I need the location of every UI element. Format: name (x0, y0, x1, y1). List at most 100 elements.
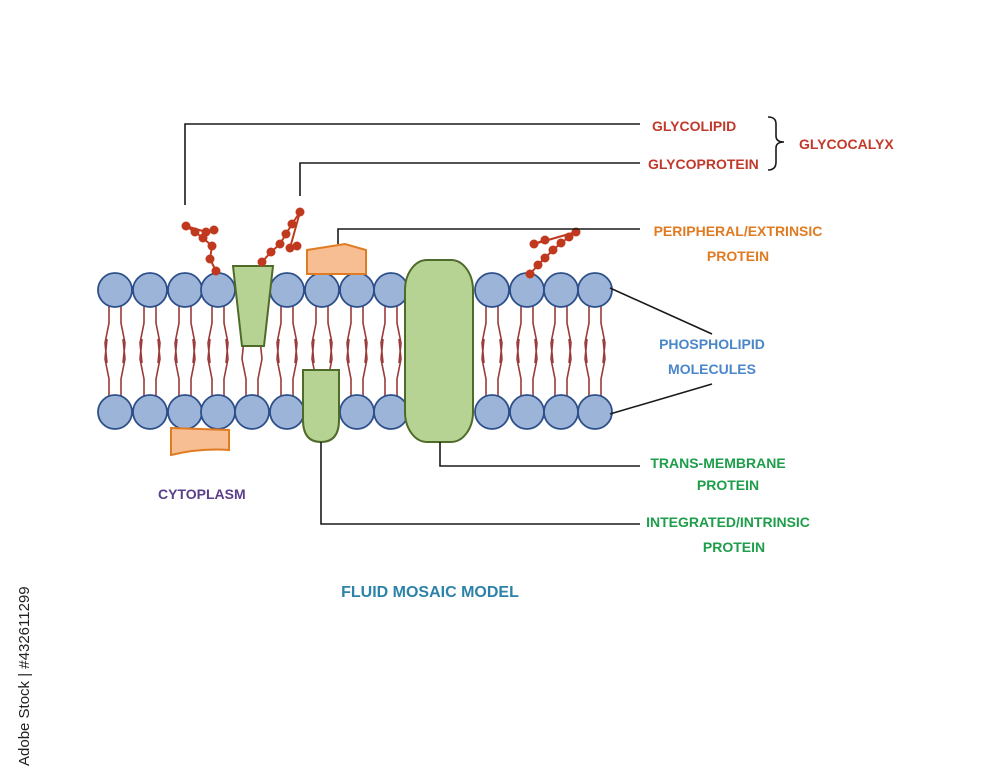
phospholipid-head (200, 394, 236, 430)
lipid-tail (516, 338, 522, 397)
phospholipid-label-line1: PHOSPHOLIPID (659, 336, 765, 352)
phospholipid-heads (97, 272, 613, 430)
lipid-tail (139, 338, 145, 397)
glycocalyx-bracket (767, 116, 785, 171)
sugar-bead (209, 225, 219, 235)
integrated-protein (302, 369, 340, 444)
peripheral-leader (337, 228, 640, 244)
glycoprotein-label: GLYCOPROTEIN (648, 156, 759, 172)
glycoprotein-leader (299, 162, 640, 196)
lipid-tail (104, 338, 110, 397)
phospholipid-head (509, 272, 545, 308)
phospholipid-head (509, 394, 545, 430)
sugar-bead (281, 229, 291, 239)
sugar-bead (181, 221, 191, 231)
lipid-tail (155, 338, 161, 397)
glycocalyx-label: GLYCOCALYX (799, 136, 894, 152)
phospholipid-head (97, 394, 133, 430)
lipid-tail (481, 338, 487, 397)
phospholipid-head (200, 272, 236, 308)
phospholipid-label-line2: MOLECULES (668, 361, 756, 377)
lipid-tail (600, 338, 606, 397)
transmembrane-leader (439, 442, 640, 467)
phospholipid-head (543, 272, 579, 308)
lipid-tail (584, 338, 590, 397)
glycolipid-label: GLYCOLIPID (652, 118, 736, 134)
lipid-tail (497, 338, 503, 397)
phospholipid-head (577, 394, 613, 430)
diagram-title: FLUID MOSAIC MODEL (341, 584, 519, 601)
sugar-bead (190, 227, 200, 237)
phospholipid-leader-top (609, 287, 713, 335)
phospholipid-head (339, 272, 375, 308)
peripheral-label-line1: PERIPHERAL/EXTRINSIC (654, 223, 823, 239)
stock-id-text: Adobe Stock | #432611299 (16, 586, 33, 766)
sugar-bead (287, 219, 297, 229)
lipid-tail (276, 338, 282, 397)
sugar-bead (285, 243, 295, 253)
sugar-bead (295, 207, 305, 217)
lipid-tail (190, 338, 196, 397)
lipid-tail (292, 338, 298, 397)
phospholipid-head (167, 394, 203, 430)
sugar-bead (548, 245, 558, 255)
lipid-tail (120, 338, 126, 397)
sugar-bead (525, 269, 535, 279)
transmembrane-label-line2: PROTEIN (697, 477, 759, 493)
transmembrane-label-line1: TRANS-MEMBRANE (650, 455, 785, 471)
glycolipid-leader (184, 123, 640, 205)
integrated-label-line1: INTEGRATED/INTRINSIC (646, 514, 810, 530)
phospholipid-head (474, 272, 510, 308)
phospholipid-head (132, 272, 168, 308)
sugar-bead (201, 227, 211, 237)
peripheral-label-line2: PROTEIN (707, 248, 769, 264)
peripheral-protein-bottom (170, 426, 230, 457)
phospholipid-head (339, 394, 375, 430)
sugar-bead (205, 254, 215, 264)
carbohydrate-chains (181, 207, 581, 279)
phospholipid-head (167, 272, 203, 308)
fatty-acid-tails (104, 305, 606, 397)
phospholipid-head (373, 394, 409, 430)
integrated-label-line2: PROTEIN (703, 539, 765, 555)
lipid-tail (346, 338, 352, 397)
phospholipid-head (304, 272, 340, 308)
lipid-tail (257, 338, 263, 397)
lipid-tail (550, 338, 556, 397)
sugar-bead (207, 241, 217, 251)
sugar-bead (540, 253, 550, 263)
lipid-tail (380, 338, 386, 397)
sugar-bead (211, 266, 221, 276)
lipid-tail (362, 338, 368, 397)
lipid-tail (223, 338, 229, 397)
lipid-tail (241, 338, 247, 397)
sugar-bead (533, 260, 543, 270)
sugar-bead (257, 257, 267, 267)
sugar-bead (292, 241, 302, 251)
lipid-tail (207, 338, 213, 397)
sugar-bead (540, 235, 550, 245)
leader-lines (184, 116, 785, 525)
integrated-leader (320, 442, 640, 525)
phospholipid-head (269, 394, 305, 430)
transmembrane-protein (404, 259, 474, 443)
phospholipid-head (543, 394, 579, 430)
sugar-bead (275, 239, 285, 249)
cytoplasm-label: CYTOPLASM (158, 486, 246, 502)
peripheral-protein-top (306, 242, 367, 275)
channel-protein (231, 265, 275, 347)
phospholipid-head (577, 272, 613, 308)
phospholipid-head (373, 272, 409, 308)
sugar-bead (556, 238, 566, 248)
phospholipid-head (234, 394, 270, 430)
phospholipid-head (132, 394, 168, 430)
sugar-bead (564, 232, 574, 242)
sugar-bead (529, 239, 539, 249)
lipid-tail (566, 338, 572, 397)
phospholipid-head (474, 394, 510, 430)
phospholipid-leader-bottom (609, 383, 713, 415)
phospholipid-head (97, 272, 133, 308)
lipid-tail (396, 338, 402, 397)
phospholipid-head (269, 272, 305, 308)
